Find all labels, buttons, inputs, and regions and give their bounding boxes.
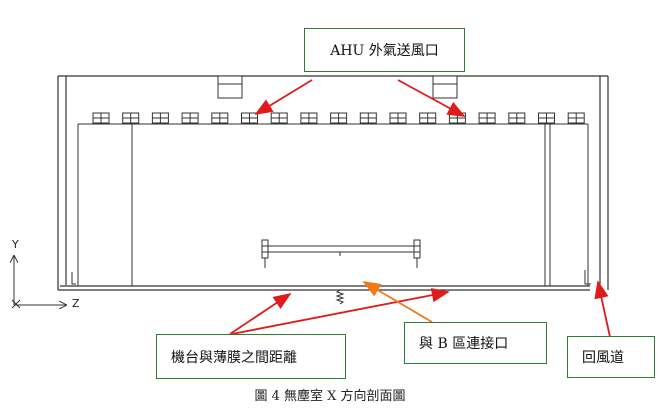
axis-label-y: Y	[12, 238, 19, 251]
machine-table	[261, 239, 421, 268]
ahu-ducts	[217, 75, 458, 99]
label-ahu-supply: AHU 外氣送風口	[304, 28, 465, 72]
label-b-zone-connection: 與 B 區連接口	[404, 322, 547, 364]
ceiling-diffusers	[92, 112, 585, 124]
cleanroom-frame	[77, 123, 589, 286]
floor-spring	[335, 289, 345, 305]
building-outline	[57, 75, 609, 291]
figure-caption: 圖 4 無塵室 X 方向剖面圖	[254, 389, 406, 404]
axis-label-z: Z	[72, 297, 80, 310]
side-feet	[71, 270, 591, 285]
annotation-arrows	[229, 79, 611, 338]
label-return-air-duct: 回風道	[567, 336, 655, 378]
axis-indicator	[12, 256, 66, 308]
label-machine-gap: 機台與薄膜之間距離	[156, 334, 346, 379]
